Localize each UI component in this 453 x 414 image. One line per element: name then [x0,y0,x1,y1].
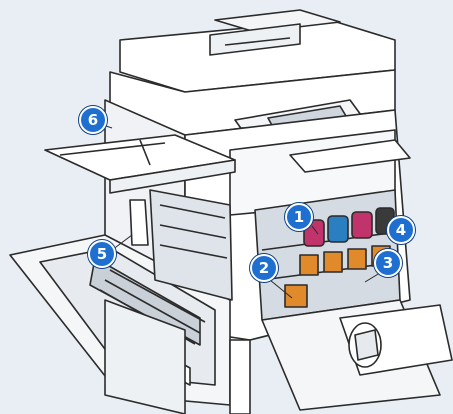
base-cabinet [104,299,251,414]
callout-4: 4 [387,216,415,244]
callout-5: 5 [88,240,116,268]
right-front-door [261,299,453,411]
bypass-tray [44,134,236,194]
callout-6: 6 [79,106,107,134]
paper-path [129,189,233,301]
callout-1: 1 [285,203,313,231]
callout-3: 3 [374,249,402,277]
output-tray [289,139,411,173]
callout-2: 2 [250,254,278,282]
